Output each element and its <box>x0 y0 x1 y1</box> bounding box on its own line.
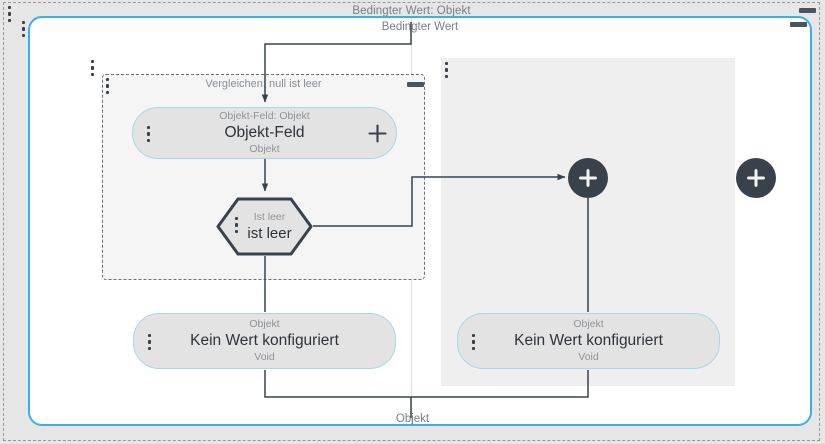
node-no-value-right-menu-icon[interactable] <box>472 334 476 351</box>
node-no-value-right-type: Objekt <box>573 318 604 330</box>
node-no-value-left-return: Void <box>254 351 275 363</box>
plus-icon <box>747 169 765 187</box>
node-object-field-menu-icon[interactable] <box>147 126 151 143</box>
compare-group-drag-handle[interactable] <box>106 78 110 95</box>
else-branch-drag-handle[interactable] <box>445 62 449 79</box>
conditional-value-title: Bedingter Wert <box>381 21 459 33</box>
node-object-field-type: Objekt-Feld: Objekt <box>219 110 310 122</box>
node-object-field[interactable]: Objekt-Feld: Objekt Objekt-Feld Objekt <box>132 107 397 159</box>
conditional-frame-drag-handle[interactable] <box>22 21 26 38</box>
node-object-field-add-icon[interactable] <box>368 124 387 143</box>
plus-icon <box>579 169 597 187</box>
node-is-empty-name: ist leer <box>247 224 292 242</box>
compare-group-collapse-button[interactable] <box>407 82 424 87</box>
branch-add-button[interactable] <box>568 158 608 198</box>
node-no-value-left-type: Objekt <box>249 318 280 330</box>
node-no-value-right-return: Void <box>578 351 599 363</box>
node-no-value-right[interactable]: Objekt Kein Wert konfiguriert Void <box>457 313 720 369</box>
conditional-frame-collapse-button[interactable] <box>790 22 807 27</box>
compare-group-title: Vergleichen: null ist leer <box>205 78 322 90</box>
node-no-value-left[interactable]: Objekt Kein Wert konfiguriert Void <box>133 313 396 369</box>
node-is-empty-type: Ist leer <box>253 210 286 223</box>
outer-group-drag-handle[interactable] <box>8 6 12 23</box>
node-no-value-right-name: Kein Wert konfiguriert <box>514 332 663 349</box>
node-object-field-name: Objekt-Feld <box>224 124 305 141</box>
outer-add-button[interactable] <box>736 158 776 198</box>
node-is-empty-menu-icon[interactable] <box>235 217 239 234</box>
outer-group-collapse-button[interactable] <box>799 8 816 13</box>
outer-group-title: Bedingter Wert: Objekt <box>352 5 471 17</box>
node-is-empty[interactable]: Ist leer ist leer <box>216 197 313 256</box>
frame-output-label: Objekt <box>395 413 430 425</box>
node-no-value-left-menu-icon[interactable] <box>148 334 152 351</box>
node-object-field-return: Objekt <box>249 143 280 155</box>
node-no-value-left-name: Kein Wert konfiguriert <box>190 332 339 349</box>
compare-group-outer-drag-handle[interactable] <box>91 60 95 77</box>
